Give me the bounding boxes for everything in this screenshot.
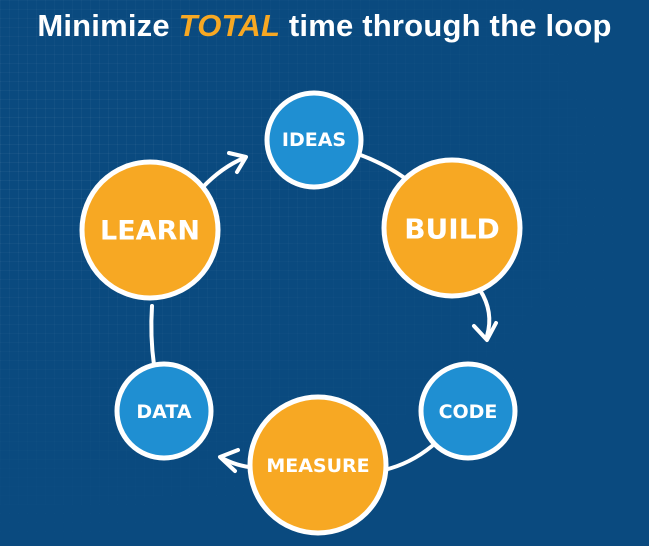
node-measure: MEASURE	[247, 394, 389, 536]
node-build-label: BUILD	[404, 213, 500, 246]
node-learn-label: LEARN	[100, 216, 200, 247]
title-emphasis: TOTAL	[178, 8, 281, 43]
node-ideas-label: IDEAS	[282, 129, 346, 151]
node-data-circle	[114, 361, 214, 461]
node-learn-circle	[79, 159, 221, 301]
connector-build-code	[478, 288, 492, 338]
title-text-after: time through the loop	[280, 8, 612, 43]
node-data: DATA	[114, 361, 214, 461]
node-code-label: CODE	[439, 401, 498, 423]
arrowhead-build-code	[472, 321, 498, 342]
node-measure-circle	[247, 394, 389, 536]
connector-data-learn	[149, 304, 156, 367]
connector-ideas-build	[356, 152, 412, 184]
page-title: Minimize TOTAL time through the loop	[0, 8, 649, 44]
node-data-label: DATA	[136, 401, 191, 423]
connector-learn-ideas	[200, 156, 246, 190]
node-learn: LEARN	[79, 159, 221, 301]
title-text-before: Minimize	[37, 8, 179, 43]
node-code-circle	[418, 361, 518, 461]
node-code: CODE	[418, 361, 518, 461]
node-build: BUILD	[381, 157, 523, 299]
connector-code-measure	[382, 444, 434, 472]
node-ideas-circle	[264, 90, 364, 190]
arrowhead-measure-data	[218, 448, 240, 473]
arrowhead-learn-ideas	[227, 151, 248, 174]
node-measure-label: MEASURE	[266, 455, 369, 477]
node-ideas: IDEAS	[264, 90, 364, 190]
node-build-circle	[381, 157, 523, 299]
